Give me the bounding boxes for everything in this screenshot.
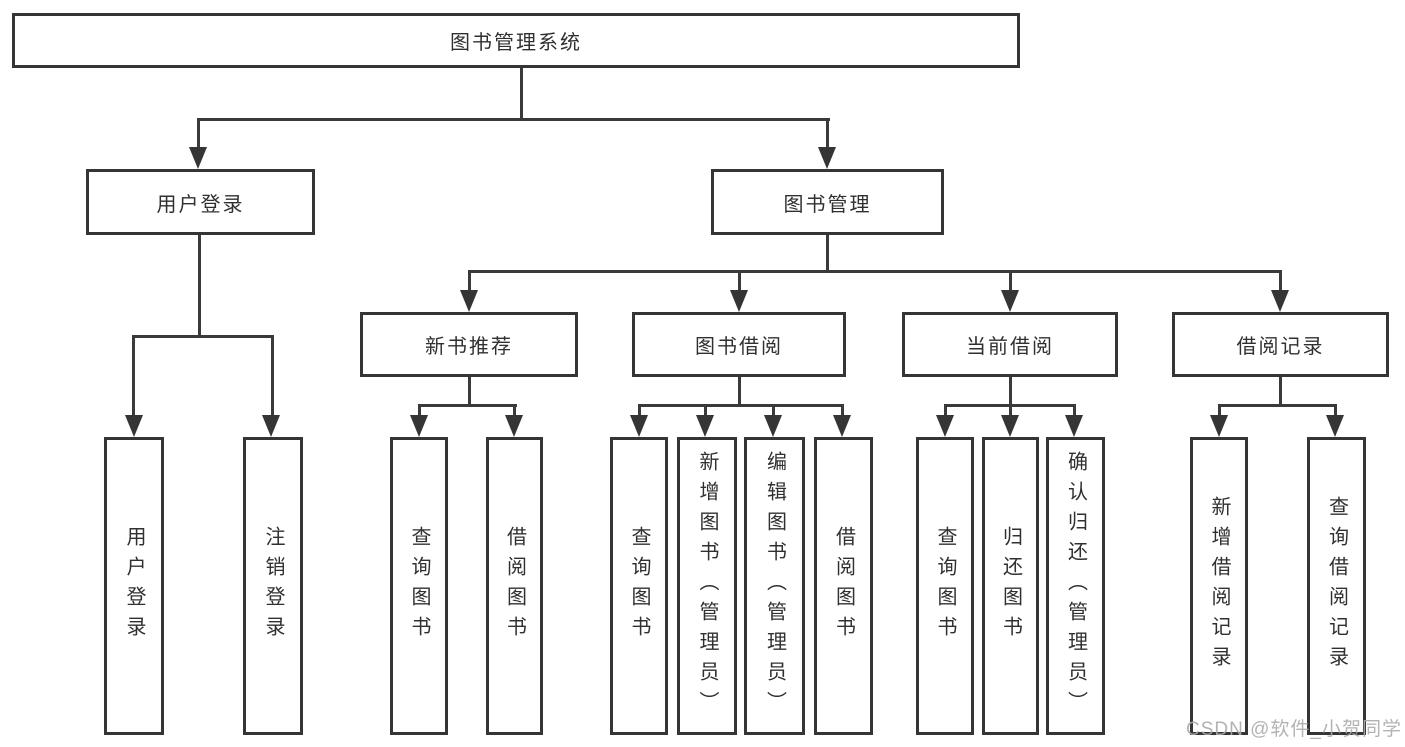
arrow-down-icon: [189, 147, 207, 169]
connector-userlogin-stub-1: [132, 335, 135, 417]
connector-level2-stub-left: [197, 118, 200, 151]
arrow-down-icon: [1326, 415, 1344, 437]
connector-current-stem: [1009, 375, 1012, 407]
leaf-confirm-return-admin: 确认归还（管理员）: [1046, 437, 1105, 735]
connector-borrow-stem: [738, 375, 741, 407]
arrow-down-icon: [262, 415, 280, 437]
connector-level3-stub-4: [1279, 270, 1282, 293]
node-library-system: 图书管理系统: [12, 13, 1020, 68]
connector-userlogin-stem: [198, 233, 201, 337]
arrow-down-icon: [410, 415, 428, 437]
connector-level2-bar: [197, 118, 830, 121]
connector-bookmgmt-stem: [826, 233, 829, 273]
node-book-management: 图书管理: [711, 169, 944, 235]
arrow-down-icon: [818, 147, 836, 169]
connector-current-stub-3: [1073, 404, 1076, 418]
connector-level2-stub-right: [826, 118, 829, 151]
arrow-down-icon: [125, 415, 143, 437]
connector-level3-stub-1: [468, 270, 471, 293]
arrow-down-icon: [505, 415, 523, 437]
connector-records-stem: [1279, 375, 1282, 407]
connector-borrow-stub-4: [841, 404, 844, 418]
connector-borrow-stub-2: [704, 404, 707, 418]
node-borrow-records: 借阅记录: [1172, 312, 1389, 377]
connector-recommend-bar: [418, 404, 517, 407]
connector-level3-bar: [468, 270, 1282, 273]
arrow-down-icon: [764, 415, 782, 437]
connector-current-stub-2: [1009, 404, 1012, 418]
arrow-down-icon: [730, 290, 748, 312]
arrow-down-icon: [1001, 415, 1019, 437]
arrow-down-icon: [630, 415, 648, 437]
arrow-down-icon: [1001, 290, 1019, 312]
leaf-logout: 注销登录: [243, 437, 303, 735]
connector-borrow-bar: [638, 404, 844, 407]
connector-records-bar: [1218, 404, 1337, 407]
connector-current-stub-1: [944, 404, 947, 418]
connector-recommend-stub-2: [513, 404, 516, 418]
connector-recommend-stub-1: [418, 404, 421, 418]
leaf-borrow-books-recommend: 借阅图书: [486, 437, 543, 735]
arrow-down-icon: [833, 415, 851, 437]
node-current-borrow: 当前借阅: [902, 312, 1118, 377]
arrow-down-icon: [1065, 415, 1083, 437]
connector-userlogin-stub-2: [271, 335, 274, 417]
arrow-down-icon: [696, 415, 714, 437]
connector-level3-stub-2: [738, 270, 741, 293]
leaf-user-login: 用户登录: [104, 437, 164, 735]
arrow-down-icon: [936, 415, 954, 437]
connector-borrow-stub-1: [638, 404, 641, 418]
leaf-query-books-recommend: 查询图书: [390, 437, 448, 735]
connector-root-stem: [520, 66, 523, 120]
leaf-edit-book-admin: 编辑图书（管理员）: [744, 437, 805, 735]
connector-records-stub-1: [1218, 404, 1221, 418]
arrow-down-icon: [1210, 415, 1228, 437]
arrow-down-icon: [1271, 290, 1289, 312]
leaf-borrow-books-borrow: 借阅图书: [814, 437, 873, 735]
node-book-borrow: 图书借阅: [632, 312, 846, 377]
csdn-watermark: CSDN @软件_小贺同学: [1186, 719, 1402, 740]
leaf-add-book-admin: 新增图书（管理员）: [677, 437, 737, 735]
arrow-down-icon: [460, 290, 478, 312]
connector-recommend-stem: [468, 375, 471, 407]
connector-level3-stub-3: [1009, 270, 1012, 293]
leaf-query-borrow-record: 查询借阅记录: [1307, 437, 1366, 735]
leaf-return-books: 归还图书: [982, 437, 1039, 735]
leaf-query-books-current: 查询图书: [916, 437, 974, 735]
leaf-query-books-borrow: 查询图书: [610, 437, 668, 735]
connector-borrow-stub-3: [772, 404, 775, 418]
connector-userlogin-bar: [132, 335, 274, 338]
node-user-login: 用户登录: [86, 169, 315, 235]
leaf-add-borrow-record: 新增借阅记录: [1190, 437, 1248, 735]
node-new-book-recommend: 新书推荐: [360, 312, 578, 377]
connector-records-stub-2: [1334, 404, 1337, 418]
